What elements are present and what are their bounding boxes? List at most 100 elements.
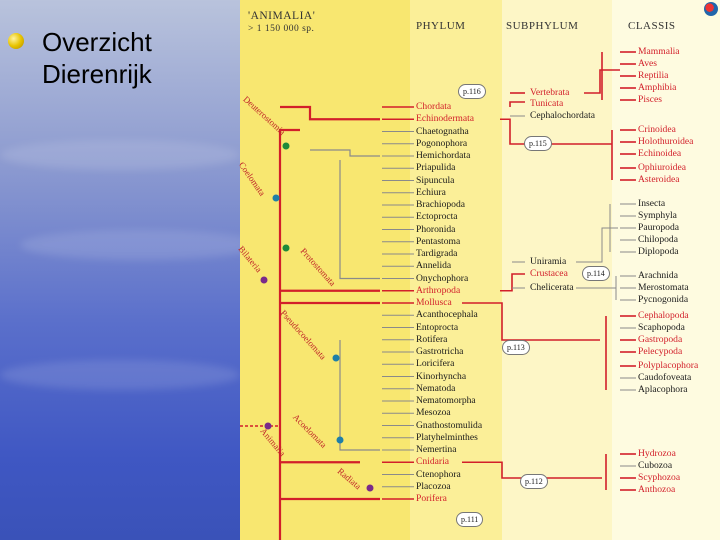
phylum-label: Porifera xyxy=(416,493,447,504)
page-ref: p.112 xyxy=(520,474,548,489)
phylum-label: Loricifera xyxy=(416,358,455,370)
phylum-label: Echinodermata xyxy=(416,113,475,125)
class-label: Pisces xyxy=(638,94,662,105)
echinodermata-to-classes xyxy=(500,118,612,145)
phylum-label: Phoronida xyxy=(416,223,456,235)
protostome-branch xyxy=(339,160,380,280)
class-label: Echinoidea xyxy=(638,148,682,159)
phylum-label: Tardigrada xyxy=(416,248,458,259)
tree-lines xyxy=(240,0,720,540)
class-label: Cephalopoda xyxy=(638,310,689,321)
node-bilateria xyxy=(260,276,268,284)
class-label: Ophiuroidea xyxy=(638,162,686,173)
header-classis: CLASSIS xyxy=(628,20,676,32)
background-streak xyxy=(0,140,240,170)
class-label: Hydrozoa xyxy=(638,448,676,459)
class-label: Reptilia xyxy=(638,70,669,81)
subphylum-label: Crustacea xyxy=(530,268,568,279)
phylum-label: Mesozoa xyxy=(416,407,451,419)
phylum-label: Onychophora xyxy=(416,272,469,284)
band-tree xyxy=(240,0,410,540)
class-label: Crinoidea xyxy=(638,124,676,135)
cnidaria-to-classes xyxy=(462,461,602,479)
arthropoda-link xyxy=(500,273,525,292)
trunk-main xyxy=(278,128,300,540)
pseudocoelomate-branch xyxy=(339,340,380,451)
phylum-label: Gastrotricha xyxy=(416,346,464,357)
class-label: Scyphozoa xyxy=(638,472,681,483)
phylum-label: Brachiopoda xyxy=(416,199,466,210)
page-ref: p.111 xyxy=(456,512,484,527)
publisher-logo-icon xyxy=(704,2,718,16)
node-pseudocoelomata xyxy=(332,354,340,362)
background-streak xyxy=(20,230,260,260)
class-label: Scaphopoda xyxy=(638,322,685,333)
phylum-label: Echiura xyxy=(416,186,446,198)
class-label: Pycnogonida xyxy=(638,294,689,305)
phylum-label: Mollusca xyxy=(416,297,452,308)
phylum-label: Nemertina xyxy=(416,444,457,455)
subphylum-label: Tunicata xyxy=(530,98,564,109)
band-classis xyxy=(612,0,720,540)
phylum-label: Entoprocta xyxy=(416,321,459,333)
page-ref: p.115 xyxy=(524,136,552,151)
phylum-label: Nematoda xyxy=(416,382,456,394)
phylum-label: Pogonophora xyxy=(416,137,468,149)
class-label: Mammalia xyxy=(638,46,680,57)
figure-title: 'ANIMALIA' xyxy=(248,10,316,22)
band-phylum xyxy=(410,0,502,540)
class-label: Pelecypoda xyxy=(638,346,683,357)
class-label: Aplacophora xyxy=(638,384,688,395)
page-ref: p.113 xyxy=(502,340,530,355)
phylum-label: Acanthocephala xyxy=(416,309,478,321)
slide-title-line-1: Overzicht xyxy=(42,27,152,57)
phylum-label: Kinorhyncha xyxy=(416,370,467,382)
class-label: Aves xyxy=(638,58,658,69)
node-radiata xyxy=(366,484,374,492)
node-coelomata xyxy=(272,194,280,202)
subphylum-label: Uniramia xyxy=(530,256,567,267)
class-label: Symphyla xyxy=(638,210,677,221)
chordata-link xyxy=(509,101,525,107)
phylum-label: Arthropoda xyxy=(416,284,461,296)
phylum-label: Ectoprocta xyxy=(416,211,458,223)
class-label: Asteroidea xyxy=(638,174,680,185)
class-label: Merostomata xyxy=(638,282,689,293)
class-label: Anthozoa xyxy=(638,484,676,495)
bullet-icon xyxy=(8,33,24,49)
background-streak xyxy=(0,360,240,390)
phylum-label: Chordata xyxy=(416,101,452,112)
node-protostomia xyxy=(282,244,290,252)
phylum-label: Pentastoma xyxy=(416,235,461,247)
node-acoelomata xyxy=(336,436,344,444)
subphylum-label: Chelicerata xyxy=(530,282,574,293)
class-label: Polyplacophora xyxy=(638,360,699,371)
phylum-label: Ctenophora xyxy=(416,468,461,480)
phylum-label: Placozoa xyxy=(416,480,451,492)
phylum-label: Priapulida xyxy=(416,162,456,174)
header-subphylum: SUBPHYLUM xyxy=(506,20,579,32)
header-phylum: PHYLUM xyxy=(416,20,466,32)
class-label: Pauropoda xyxy=(638,222,680,233)
species-count: > 1 150 000 sp. xyxy=(248,24,315,34)
phylum-label: Platyhelminthes xyxy=(416,431,478,443)
class-label: Gastropoda xyxy=(638,334,683,345)
class-label: Chilopoda xyxy=(638,234,678,245)
node-animalia xyxy=(264,422,272,430)
deuterostome-branch xyxy=(280,105,380,121)
class-label: Diplopoda xyxy=(638,246,679,257)
animal-kingdom-tree: 'ANIMALIA' > 1 150 000 sp. PHYLUM SUBPHY… xyxy=(236,0,720,540)
class-label: Cubozoa xyxy=(638,460,673,471)
subphylum-label: Cephalochordata xyxy=(530,110,595,121)
class-label: Caudofoveata xyxy=(638,372,692,383)
phylum-label: Chaetognatha xyxy=(416,125,469,137)
coelomate-branch xyxy=(310,149,380,157)
page-ref: p.116 xyxy=(458,84,486,99)
phylum-label: Nematomorpha xyxy=(416,395,476,406)
subphylum-label: Vertebrata xyxy=(530,87,570,98)
class-label: Holothuroidea xyxy=(638,136,694,147)
phylum-label: Sipuncula xyxy=(416,174,455,186)
class-label: Arachnida xyxy=(638,270,678,281)
node-deuterostomia xyxy=(282,142,290,150)
phylum-label: Hemichordata xyxy=(416,150,471,161)
